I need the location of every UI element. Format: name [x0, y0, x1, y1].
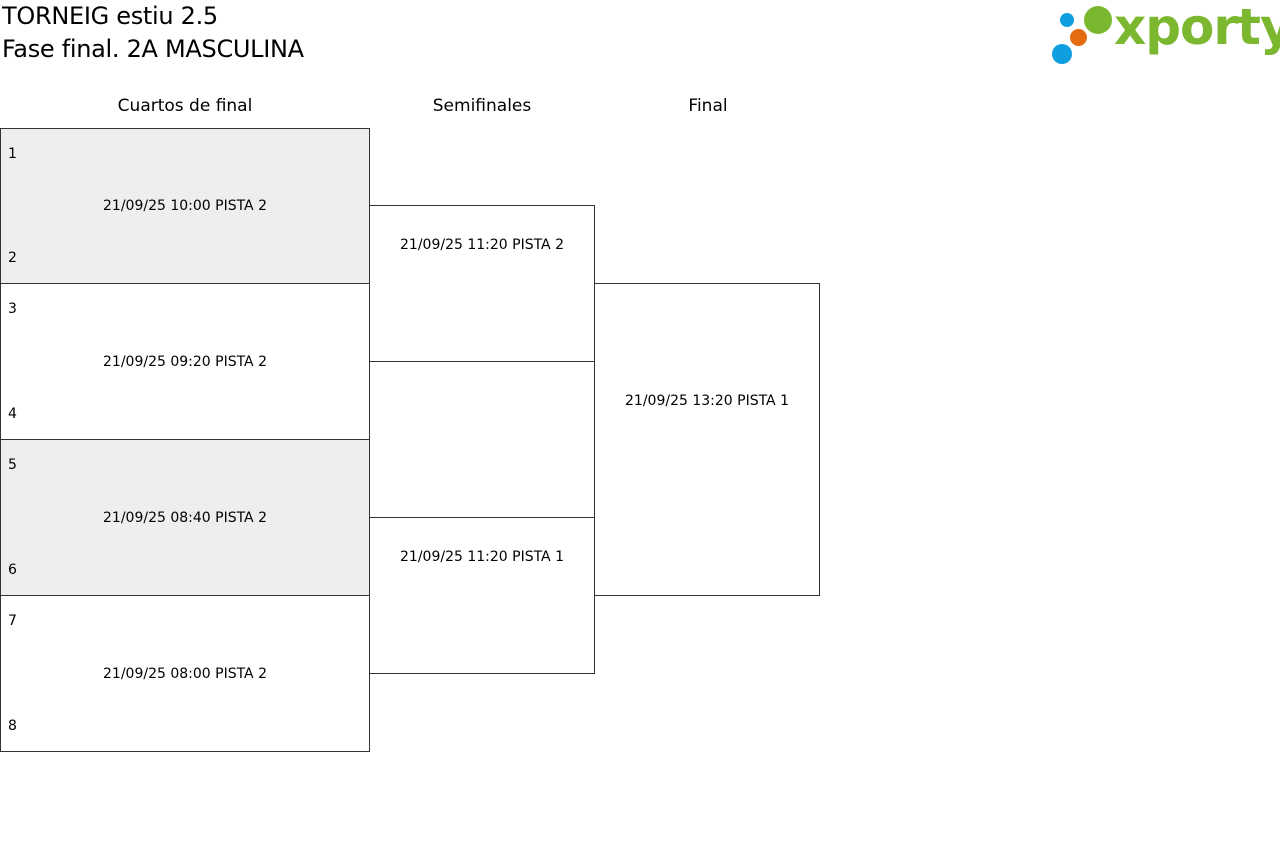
- seed-number: 5: [8, 457, 17, 473]
- round-header-quarterfinals: Cuartos de final: [117, 96, 253, 116]
- phase-subtitle: Fase final. 2A MASCULINA: [2, 35, 304, 63]
- round-header-final: Final: [688, 96, 728, 116]
- logo-dot-green: [1084, 6, 1112, 34]
- semifinal-match-1: 21/09/25 11:20 PISTA 2: [369, 205, 595, 362]
- xporty-logo: xporty: [1050, 0, 1280, 68]
- seed-number: 8: [8, 718, 17, 734]
- match-schedule: 21/09/25 08:40 PISTA 2: [103, 510, 267, 526]
- semifinal-match-2: 21/09/25 11:20 PISTA 1: [369, 517, 595, 674]
- seed-number: 3: [8, 301, 17, 317]
- seed-number: 6: [8, 562, 17, 578]
- seed-number: 2: [8, 250, 17, 266]
- match-schedule: 21/09/25 11:20 PISTA 2: [400, 237, 564, 253]
- seed-number: 7: [8, 613, 17, 629]
- match-schedule: 21/09/25 11:20 PISTA 1: [400, 549, 564, 565]
- seed-number: 1: [8, 146, 17, 162]
- quarterfinal-match-3: 5 21/09/25 08:40 PISTA 2 6: [0, 439, 370, 596]
- logo-dot-blue-large: [1052, 44, 1072, 64]
- logo-dot-blue-small: [1060, 13, 1074, 27]
- round-header-semifinals: Semifinales: [432, 96, 532, 116]
- match-schedule: 21/09/25 10:00 PISTA 2: [103, 198, 267, 214]
- logo-dot-orange: [1070, 29, 1087, 46]
- seed-number: 4: [8, 406, 17, 422]
- final-match: 21/09/25 13:20 PISTA 1: [594, 283, 820, 596]
- match-schedule: 21/09/25 13:20 PISTA 1: [625, 393, 789, 409]
- match-schedule: 21/09/25 08:00 PISTA 2: [103, 666, 267, 682]
- quarterfinal-match-1: 1 21/09/25 10:00 PISTA 2 2: [0, 128, 370, 284]
- match-schedule: 21/09/25 09:20 PISTA 2: [103, 354, 267, 370]
- quarterfinal-match-2: 3 21/09/25 09:20 PISTA 2 4: [0, 283, 370, 440]
- quarterfinal-match-4: 7 21/09/25 08:00 PISTA 2 8: [0, 595, 370, 752]
- tournament-title: TORNEIG estiu 2.5: [2, 2, 218, 30]
- logo-wordmark: xporty: [1114, 0, 1280, 56]
